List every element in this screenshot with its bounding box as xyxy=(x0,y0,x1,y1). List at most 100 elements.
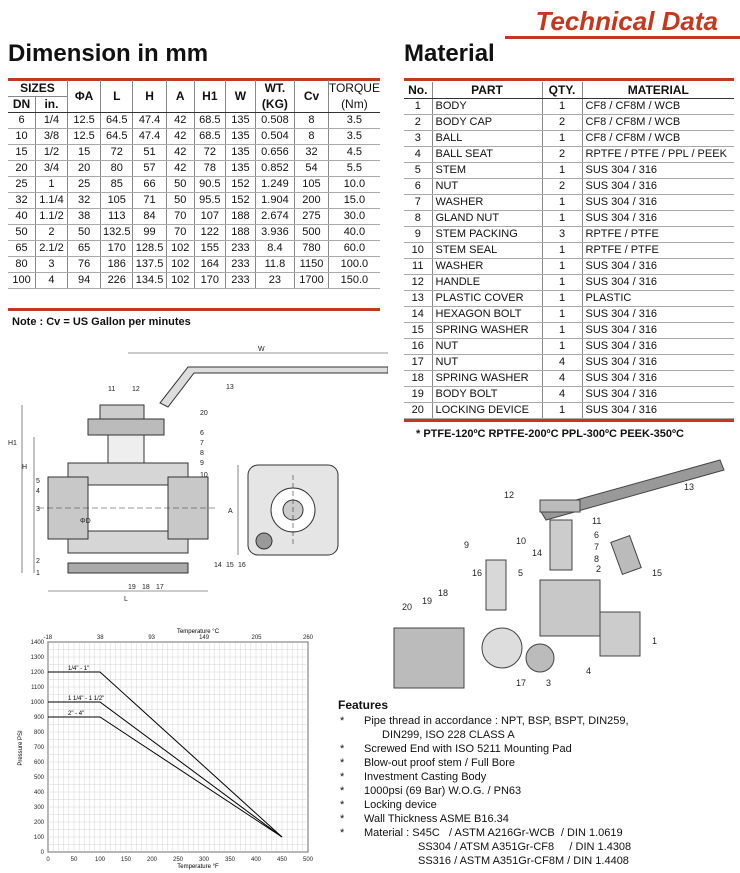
bullet-star: * xyxy=(340,743,345,755)
bullet-star: * xyxy=(340,715,345,727)
mat-col-no: No. xyxy=(404,82,433,99)
series-label: 1/4" - 1" xyxy=(68,666,89,672)
col-H1: H1 xyxy=(194,80,227,113)
exp-15: 5 xyxy=(518,568,523,578)
material-cell: 1 xyxy=(404,98,433,115)
y-tick-label: 200 xyxy=(34,820,45,826)
mat-col-part: PART xyxy=(432,82,543,99)
dimension-cell: 23 xyxy=(255,272,296,289)
material-cell: 19 xyxy=(404,386,433,403)
col-A: A xyxy=(166,80,195,113)
dimension-cell: 102 xyxy=(166,256,195,273)
dimension-cell: 102 xyxy=(166,240,195,257)
material-cell: LOCKING DEVICE xyxy=(432,402,543,419)
top-tick-label: -18 xyxy=(43,635,52,641)
dimension-cell: 2 xyxy=(35,224,68,241)
callout-9: 9 xyxy=(200,460,204,467)
dimension-cell: 32 xyxy=(294,144,329,161)
dimension-cell: 68.5 xyxy=(194,112,227,129)
material-rule-bottom xyxy=(404,419,734,422)
dimension-cell: 170 xyxy=(100,240,134,257)
feature-continuation: DIN299, ISO 228 CLASS A xyxy=(382,729,515,741)
y-tick-label: 100 xyxy=(34,835,45,841)
dimension-cell: 105 xyxy=(100,192,134,209)
y-tick-label: 900 xyxy=(34,715,45,721)
dimension-cell: 1150 xyxy=(294,256,329,273)
col-W: W xyxy=(225,80,256,113)
exp-19: 20 xyxy=(402,602,412,612)
material-cell: SUS 304 / 316 xyxy=(582,210,734,227)
col-H: H xyxy=(132,80,167,113)
material-cell: STEM PACKING xyxy=(432,226,543,243)
dimension-cell: 0.508 xyxy=(255,112,296,129)
dim-label-l: L xyxy=(124,596,128,603)
bullet-star: * xyxy=(340,785,345,797)
dimension-cell: 42 xyxy=(166,160,195,177)
material-cell: NUT xyxy=(432,178,543,195)
exp-11: 11 xyxy=(592,516,601,526)
exp-9: 2 xyxy=(596,564,601,574)
top-tick-label: 93 xyxy=(148,635,155,641)
material-cell: 1 xyxy=(542,98,583,115)
feature-text: Wall Thickness ASME B16.34 xyxy=(364,813,509,825)
dimension-cell: 25 xyxy=(67,176,102,193)
y-tick-label: 700 xyxy=(34,745,45,751)
feature-text: Blow-out proof stem / Full Bore xyxy=(364,757,516,769)
material-cell: SUS 304 / 316 xyxy=(582,162,734,179)
temperature-note: * PTFE-120ºC RPTFE-200ºC PPL-300ºC PEEK-… xyxy=(416,428,684,440)
x-tick-label: 350 xyxy=(225,857,236,863)
dimension-cell: 47.4 xyxy=(132,128,167,145)
dim-label-w: W xyxy=(258,346,265,353)
material-cell: SPRING WASHER xyxy=(432,322,543,339)
valve-exploded-view: 13 12 11 6 7 8 9 10 14 16 5 15 20 19 18 … xyxy=(393,459,725,689)
top-tick-label: 149 xyxy=(199,635,210,641)
material-cell: CF8 / CF8M / WCB xyxy=(582,130,734,147)
dimension-cell: 2.1/2 xyxy=(35,240,68,257)
exp-20: 15 xyxy=(652,568,662,578)
dimension-cell: 38 xyxy=(67,208,102,225)
dimension-cell: 70 xyxy=(166,224,195,241)
dimension-cell: 2.674 xyxy=(255,208,296,225)
dimension-cell: 3.5 xyxy=(328,128,380,145)
y-tick-label: 0 xyxy=(41,850,45,856)
dimension-rule-bottom xyxy=(8,308,380,311)
material-cell: 1 xyxy=(542,274,583,291)
material-cell: 17 xyxy=(404,354,433,371)
dimension-cell: 3/8 xyxy=(35,128,68,145)
dimension-cell: 15.0 xyxy=(328,192,380,209)
material-cell: 4 xyxy=(542,370,583,387)
top-tick-label: 38 xyxy=(97,635,104,641)
dimension-cell: 1/2 xyxy=(35,144,68,161)
callout-20: 20 xyxy=(200,410,208,417)
material-cell: SUS 304 / 316 xyxy=(582,274,734,291)
dimension-cell: 3.936 xyxy=(255,224,296,241)
exp-16: 14 xyxy=(532,548,542,558)
dimension-cell: 50 xyxy=(166,176,195,193)
dimension-cell: 113 xyxy=(100,208,134,225)
material-rule-top xyxy=(404,78,734,81)
material-cell: 1 xyxy=(542,306,583,323)
dimension-cell: 233 xyxy=(225,240,256,257)
dimension-cell: 42 xyxy=(166,112,195,129)
material-cell: 2 xyxy=(404,114,433,131)
feature-item: *1000psi (69 Bar) W.O.G. / PN63 xyxy=(338,784,738,798)
dimension-cell: 42 xyxy=(166,128,195,145)
dimension-cell: 233 xyxy=(225,272,256,289)
dimension-cell: 15 xyxy=(67,144,102,161)
dimension-cell: 32 xyxy=(8,192,37,209)
dimension-cell: 152 xyxy=(225,192,256,209)
